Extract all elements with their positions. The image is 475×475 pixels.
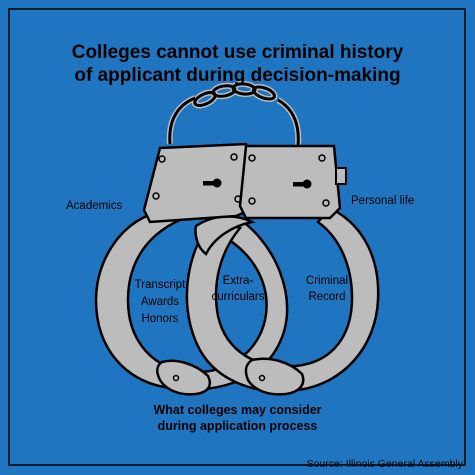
right-lock-body <box>238 144 347 220</box>
right-ring-line-2: Record <box>308 291 346 303</box>
left-lock-body <box>142 142 252 224</box>
label-academics: Academics <box>66 200 123 212</box>
left-cuff-ratchet <box>156 359 212 396</box>
chain-icon <box>166 80 302 147</box>
source-credit: Source: Illinois General Assembly <box>306 458 463 470</box>
left-ring-line-3: Honors <box>141 313 179 325</box>
middle-ring-line-2: curriculars <box>211 291 265 303</box>
bottom-caption-line-1: What colleges may consider <box>153 403 322 417</box>
left-ring-line-1: Transcript <box>134 279 186 291</box>
label-personal-life: Personal life <box>351 195 415 207</box>
left-ring-line-2: Awards <box>140 296 180 308</box>
right-cuff-ratchet <box>244 357 305 396</box>
frame-border <box>8 8 466 466</box>
bottom-caption-line-2: during application process <box>157 419 318 433</box>
keyhole-icon <box>203 178 222 188</box>
right-ring-line-1: Criminal <box>305 275 349 287</box>
title-line-2: of applicant during decision-making <box>74 65 401 86</box>
keyhole-icon <box>293 179 312 189</box>
title-line-1: Colleges cannot use criminal history <box>71 42 404 63</box>
middle-ring-line-1: Extra- <box>222 275 254 287</box>
